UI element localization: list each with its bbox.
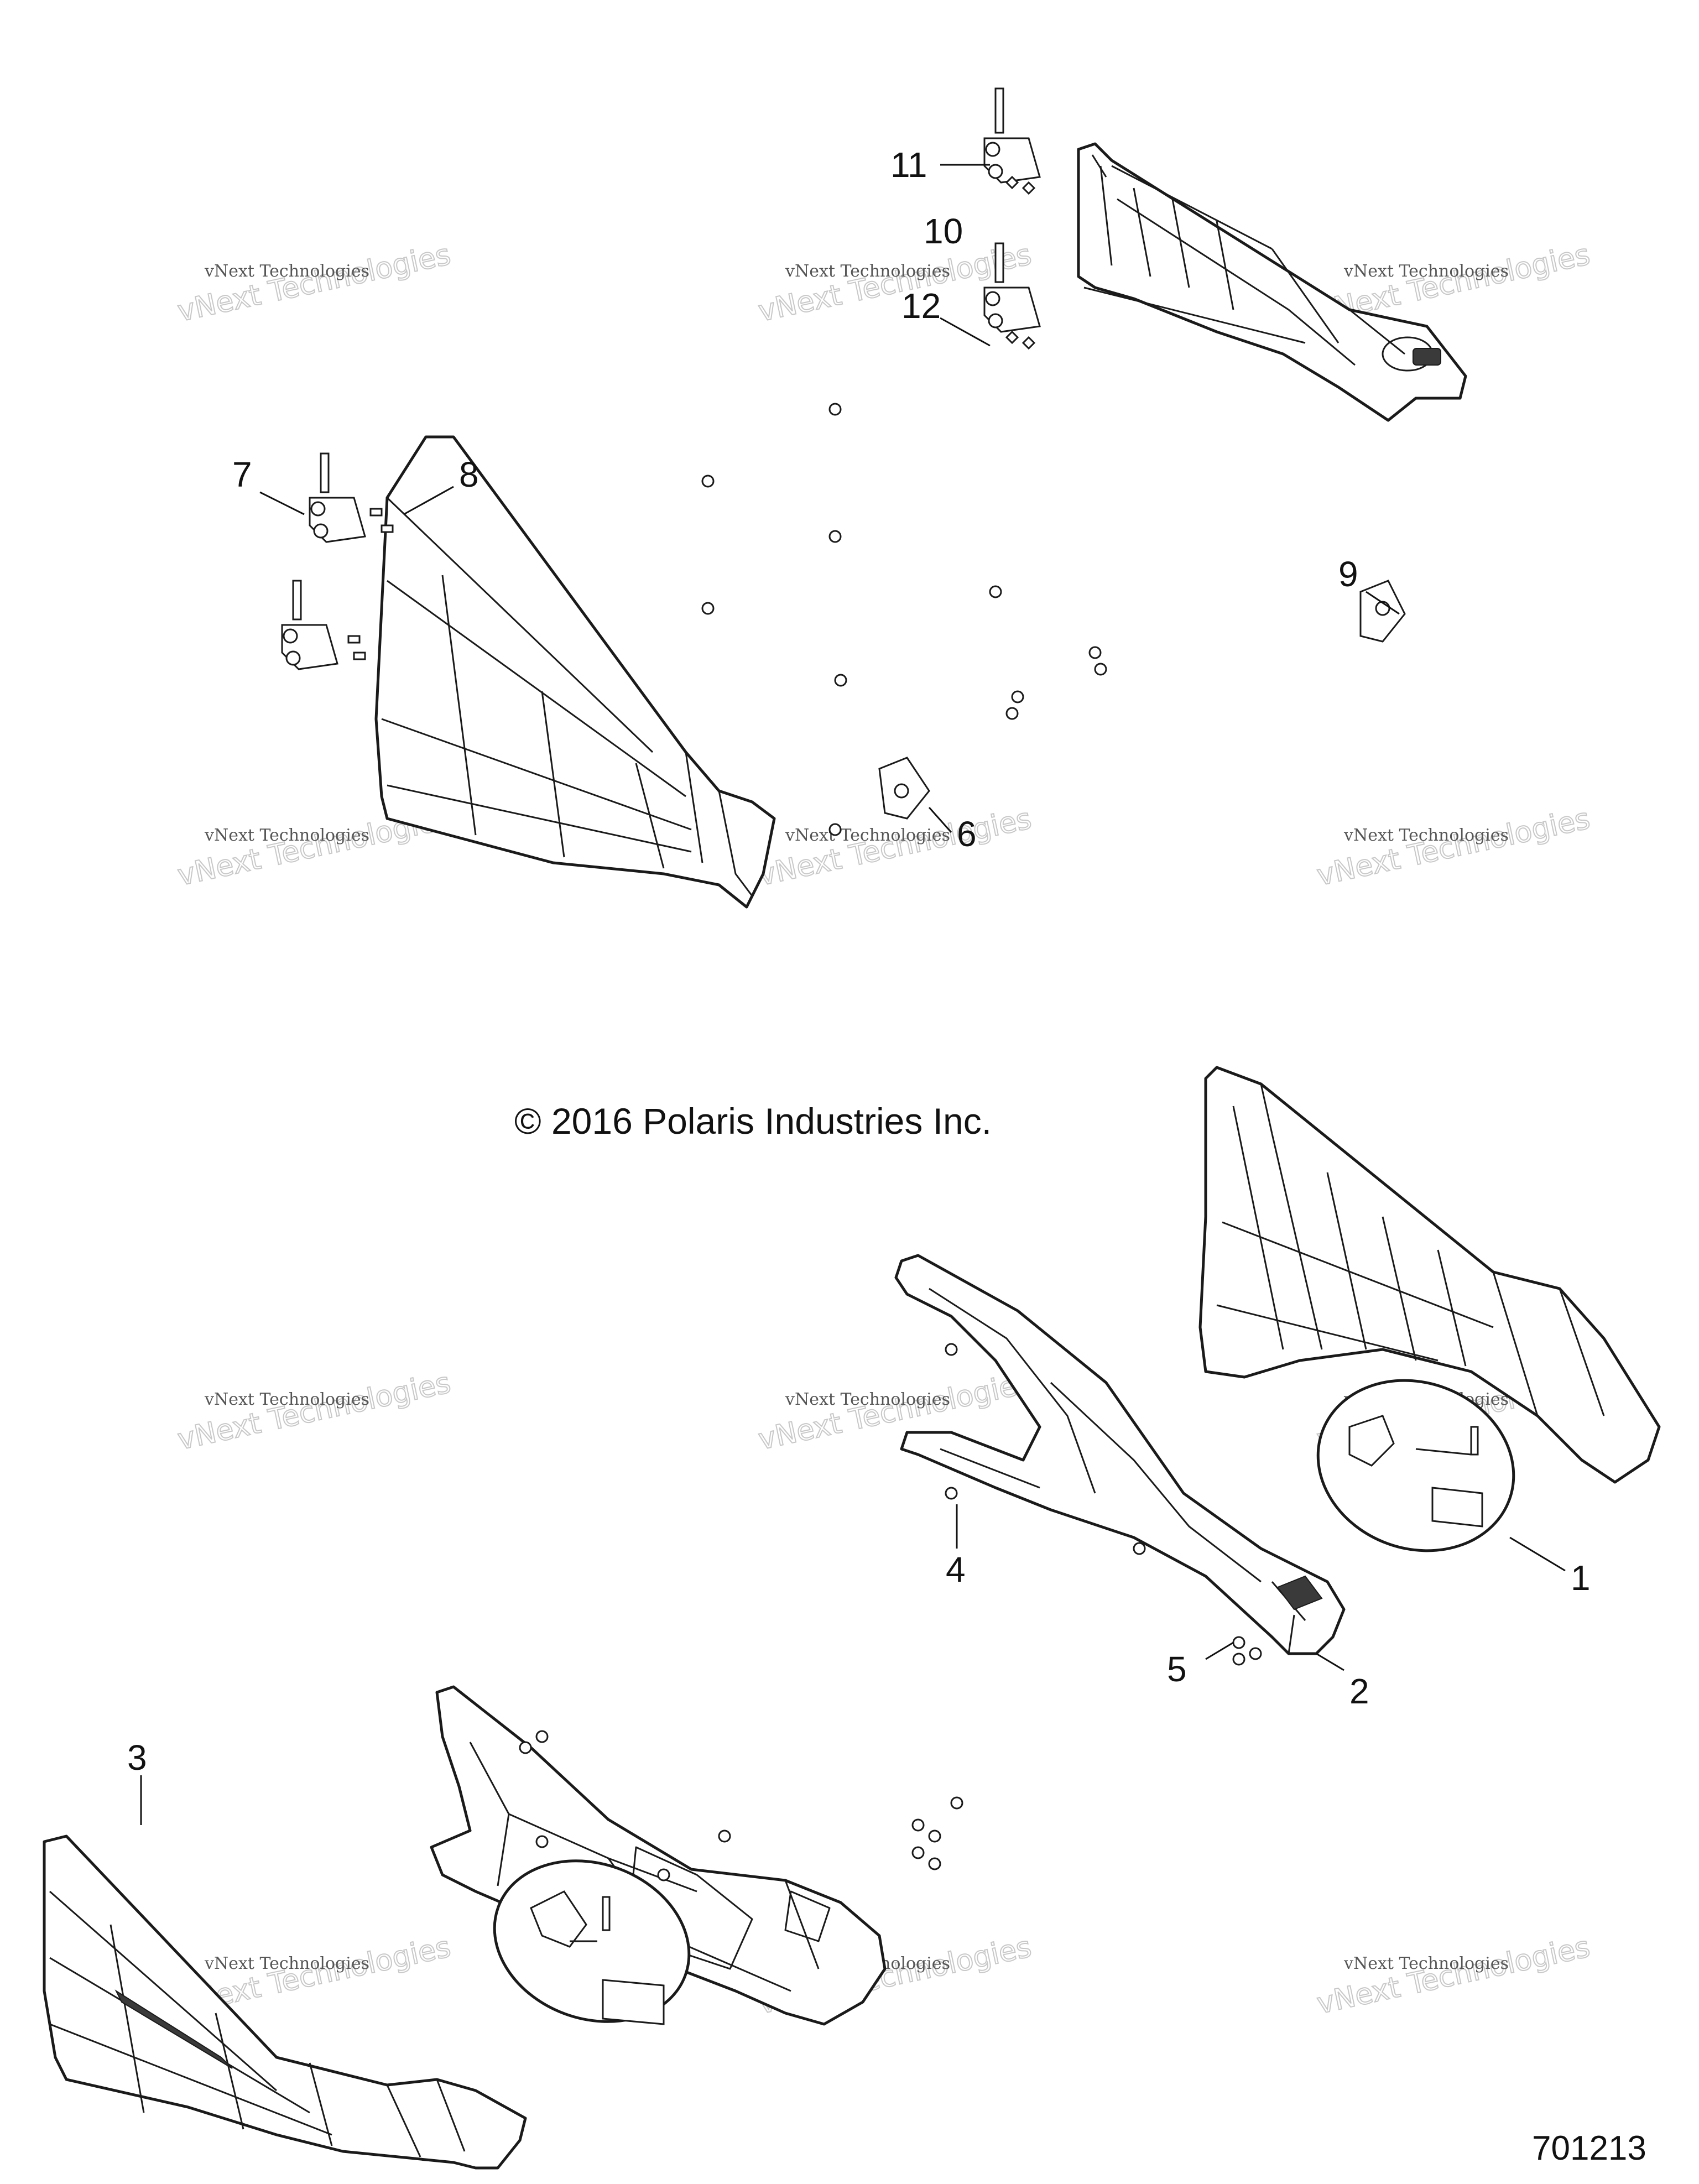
- svg-text:vNext Technologies: vNext Technologies: [1343, 1954, 1509, 1973]
- svg-text:vNext Technologies: vNext Technologies: [204, 262, 369, 281]
- svg-text:9: 9: [1338, 554, 1358, 594]
- rear-door-frame: [894, 1254, 1346, 1655]
- svg-text:6: 6: [957, 814, 977, 854]
- svg-text:vNext Technologies: vNext Technologies: [175, 1366, 454, 1456]
- watermark: vNext Technologies vNext Technologies: [1314, 1930, 1593, 2021]
- callout-8: 8: [403, 455, 479, 515]
- svg-text:11: 11: [890, 145, 927, 185]
- callout-5: 5: [1167, 1641, 1234, 1689]
- upper-hinge-left-top: [309, 452, 394, 543]
- svg-text:vNext Technologies: vNext Technologies: [785, 262, 950, 281]
- svg-text:vNext Technologies: vNext Technologies: [755, 1366, 1034, 1456]
- callout-10: 10: [924, 211, 963, 251]
- callout-7: 7: [232, 455, 305, 515]
- callout-4: 4: [946, 1504, 966, 1589]
- watermark: vNext Technologies vNext Technologies: [755, 1365, 1035, 1457]
- watermark: vNext Technologies vNext Technologies: [174, 1365, 454, 1457]
- upper-hinge-left-bottom: [281, 580, 366, 670]
- svg-text:vNext Technologies: vNext Technologies: [1343, 262, 1509, 281]
- svg-text:vNext Technologies: vNext Technologies: [1314, 1930, 1593, 2020]
- front-door-panel: [43, 1834, 527, 2170]
- svg-text:4: 4: [946, 1550, 966, 1589]
- svg-text:vNext Technologies: vNext Technologies: [204, 826, 369, 845]
- upper-striker-plate: [1359, 580, 1406, 643]
- callout-12: 12: [901, 286, 991, 347]
- front-door-frame: [430, 1685, 887, 2026]
- svg-text:10: 10: [924, 211, 963, 251]
- svg-text:vNext Technologies: vNext Technologies: [1314, 802, 1593, 892]
- upper-door-frame: [1077, 142, 1467, 422]
- upper-hinge-top: [983, 87, 1041, 195]
- upper-hinge-middle: [983, 242, 1041, 350]
- svg-text:vNext Technologies: vNext Technologies: [175, 238, 454, 328]
- svg-text:vNext Technologies: vNext Technologies: [785, 826, 950, 845]
- callout-6: 6: [928, 807, 977, 854]
- svg-text:vNext Technologies: vNext Technologies: [785, 1390, 950, 1409]
- svg-text:2: 2: [1349, 1671, 1369, 1711]
- figure-number: 701213: [1532, 2129, 1646, 2167]
- front-latch-inset: [493, 1859, 691, 2025]
- rear-latch-inset: [1316, 1379, 1515, 1552]
- svg-text:vNext Technologies: vNext Technologies: [1343, 826, 1509, 845]
- callout-2: 2: [1316, 1653, 1369, 1711]
- svg-text:1: 1: [1571, 1558, 1591, 1598]
- rear-door-panel: [1198, 1066, 1661, 1484]
- upper-screws: [701, 403, 1107, 836]
- callout-9: 9: [1338, 554, 1400, 615]
- svg-text:vNext Technologies: vNext Technologies: [204, 1954, 369, 1973]
- svg-text:5: 5: [1167, 1649, 1187, 1689]
- callout-11: 11: [890, 145, 990, 185]
- svg-text:8: 8: [459, 455, 479, 494]
- watermark: vNext Technologies vNext Technologies: [174, 237, 454, 329]
- svg-text:7: 7: [232, 455, 252, 494]
- upper-door-panel: [374, 435, 776, 909]
- callout-3: 3: [127, 1738, 147, 1825]
- svg-text:3: 3: [127, 1738, 147, 1778]
- callout-1: 1: [1509, 1536, 1591, 1598]
- svg-text:12: 12: [901, 286, 941, 326]
- watermark: vNext Technologies vNext Technologies: [1314, 801, 1593, 893]
- upper-latch-plate: [878, 757, 930, 820]
- copyright-notice: © 2016 Polaris Industries Inc.: [514, 1101, 992, 1141]
- svg-text:vNext Technologies: vNext Technologies: [204, 1390, 369, 1409]
